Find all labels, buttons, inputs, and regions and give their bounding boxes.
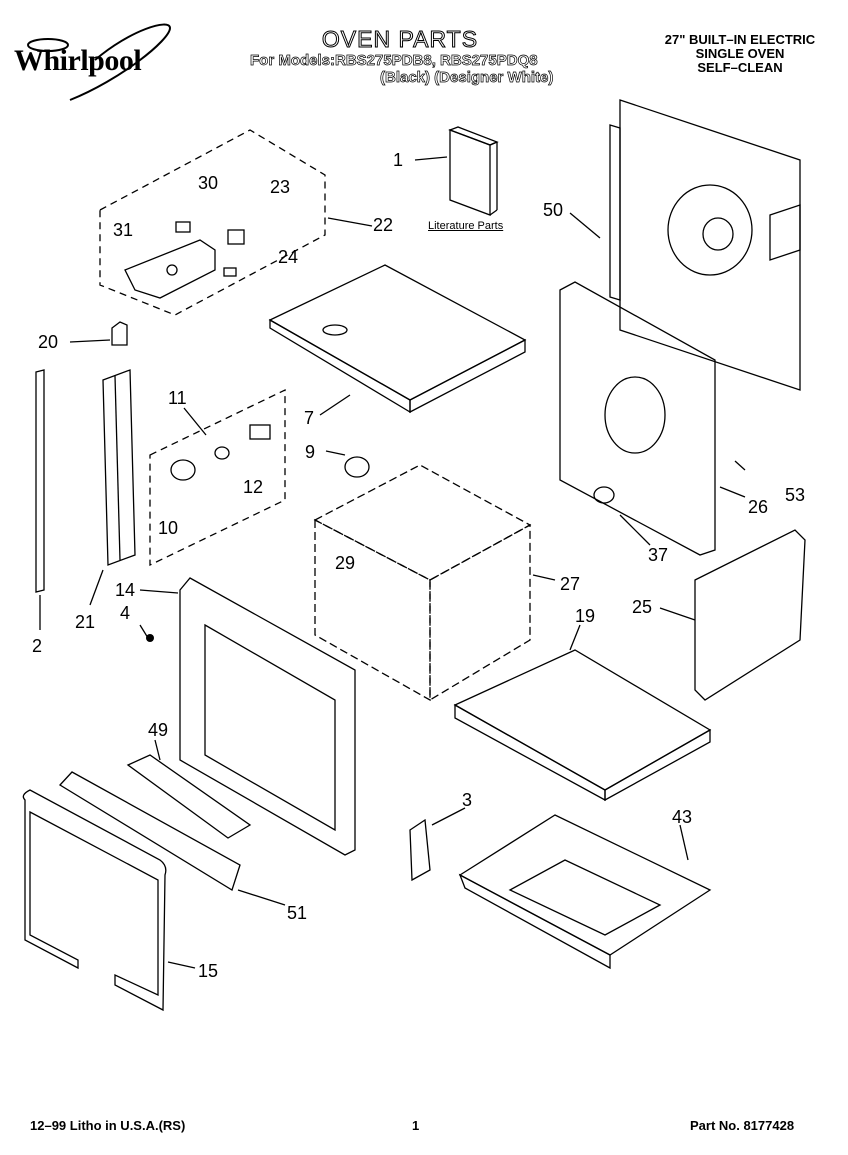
- callout-49: 49: [148, 720, 169, 740]
- footer-part-number: Part No. 8177428: [690, 1118, 795, 1133]
- literature-parts-label: Literature Parts: [428, 220, 504, 232]
- appliance-description: 27" BUILT–IN ELECTRIC SINGLE OVEN SELF–C…: [640, 33, 840, 75]
- rear-panel-part: [609, 99, 801, 391]
- callout-2: 2: [32, 636, 43, 656]
- callout-23: 23: [270, 177, 291, 197]
- bracket-part: [409, 818, 431, 882]
- callout-26: 26: [748, 497, 769, 517]
- callout-1: 1: [393, 150, 404, 170]
- callout-30: 30: [198, 173, 219, 193]
- oven-cavity-part: [313, 464, 532, 702]
- bottom-panel-part: [453, 649, 712, 802]
- front-frame-part: [179, 577, 356, 856]
- models-line: For Models:RBS275PDB8, RBS275PDQ8: [250, 52, 538, 70]
- brand-logo: Whirlpool: [14, 44, 142, 77]
- callout-25: 25: [632, 597, 653, 617]
- part-20-clip-icon: [111, 321, 128, 346]
- callout-7: 7: [304, 408, 315, 428]
- literature-booklet-icon: [448, 126, 499, 216]
- callout-31: 31: [113, 220, 134, 240]
- callout-15: 15: [198, 961, 219, 981]
- callout-19: 19: [575, 606, 596, 626]
- callout-11: 11: [168, 388, 187, 408]
- callout-12: 12: [243, 477, 264, 497]
- callout-24: 24: [278, 247, 299, 267]
- door-gasket-part: [22, 789, 167, 1012]
- callout-9: 9: [305, 442, 316, 462]
- top-panel-part: [268, 264, 527, 414]
- callout-50: 50: [543, 200, 564, 220]
- callout-4: 4: [120, 603, 131, 623]
- appliance-line-3: SELF–CLEAN: [697, 60, 783, 75]
- model-numbers: For Models:RBS275PDB8, RBS275PDQ8 (Black…: [250, 52, 590, 87]
- footer-print-info: 12–99 Litho in U.S.A.(RS): [30, 1118, 186, 1133]
- vent-part: [126, 754, 252, 839]
- callout-20: 20: [38, 332, 59, 352]
- vent-trim-part: [58, 771, 241, 891]
- callout-43: 43: [672, 807, 693, 827]
- callout-14: 14: [115, 580, 136, 600]
- bottom-tray-part: [458, 814, 712, 970]
- callout-10: 10: [158, 518, 179, 538]
- appliance-line-1: 27" BUILT–IN ELECTRIC: [664, 32, 816, 47]
- thermostat-part-9: [344, 456, 370, 478]
- door-lock-switch-assembly: [124, 221, 245, 299]
- appliance-line-2: SINGLE OVEN: [695, 46, 785, 61]
- callout-53: 53: [785, 485, 806, 505]
- callout-51: 51: [287, 903, 308, 923]
- colors-line: (Black) (Designer White): [380, 69, 554, 87]
- callout-27: 27: [560, 574, 581, 594]
- callout-22: 22: [373, 215, 394, 235]
- oven-rear-wall-part: [559, 281, 716, 556]
- callout-37: 37: [648, 545, 669, 565]
- footer-page-number: 1: [412, 1118, 420, 1133]
- callout-21: 21: [75, 612, 96, 632]
- callout-3: 3: [462, 790, 473, 810]
- page-title: OVEN PARTS: [321, 26, 479, 53]
- callout-29: 29: [335, 553, 356, 573]
- control-knobs-part: [170, 424, 271, 481]
